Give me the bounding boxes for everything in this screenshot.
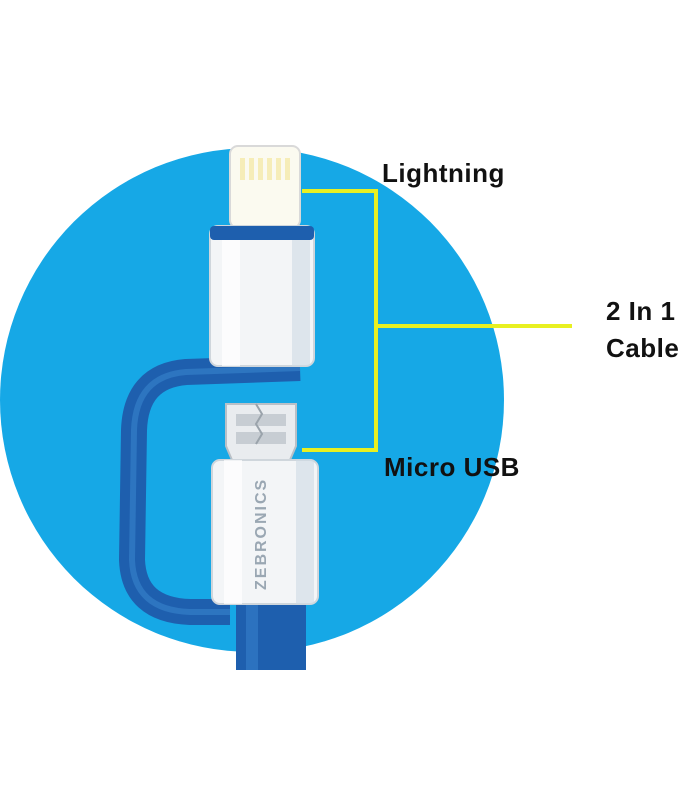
cable-label-line2: Cable <box>606 333 680 363</box>
brand-mark: ZEBRONICS <box>253 478 270 590</box>
callout-lines <box>302 189 572 452</box>
cable-label-line1: 2 In 1 <box>606 296 676 326</box>
micro-usb-label: Micro USB <box>384 452 520 482</box>
cable-icon <box>119 355 306 670</box>
lightning-label: Lightning <box>382 158 505 188</box>
lightning-connector-icon <box>209 145 315 367</box>
micro-usb-connector-icon: ZEBRONICS <box>211 403 319 605</box>
